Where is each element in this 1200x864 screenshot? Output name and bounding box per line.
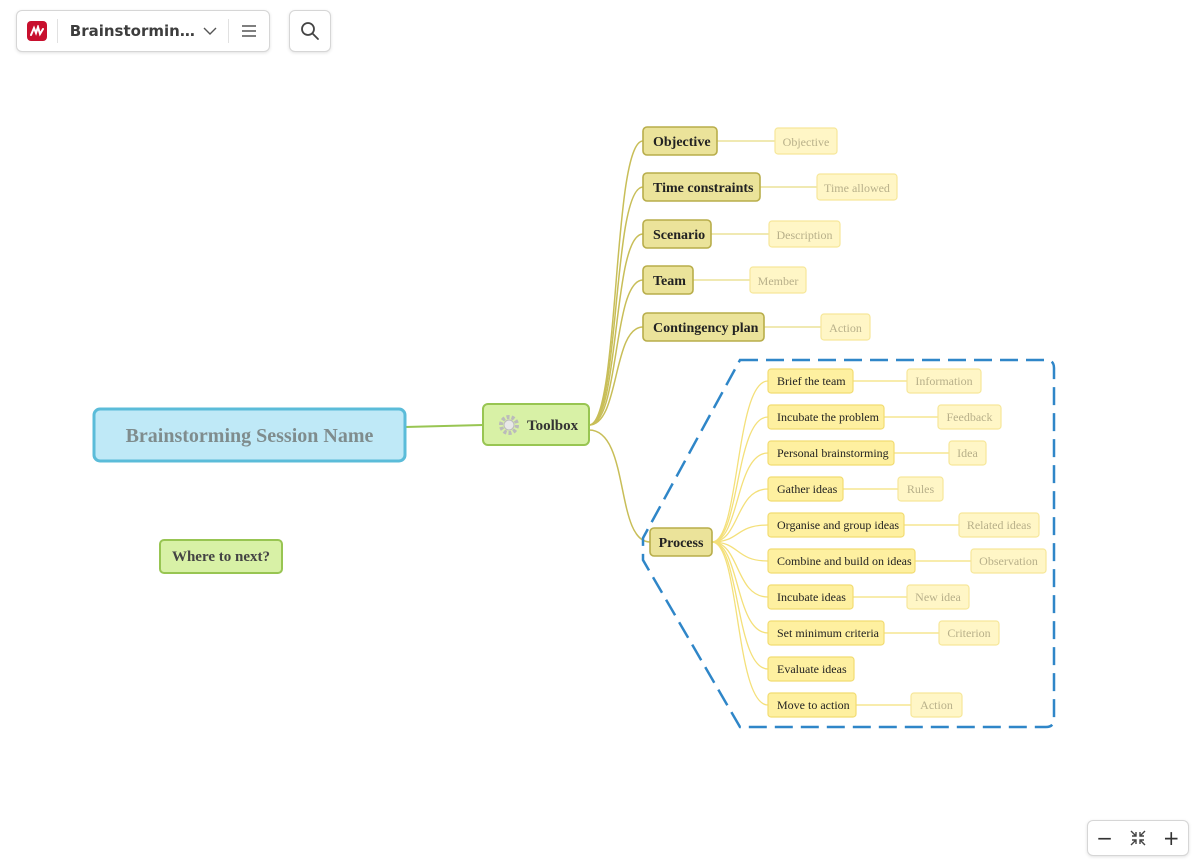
detail-topic[interactable]: Description <box>768 220 841 248</box>
process-step[interactable]: Organise and group ideas <box>767 512 905 538</box>
category-label: Contingency plan <box>653 321 759 336</box>
detail-topic[interactable]: Related ideas <box>958 512 1040 538</box>
step-label: Set minimum criteria <box>777 626 880 640</box>
detail-label: Action <box>829 321 862 335</box>
category-topic[interactable]: Objective <box>642 126 718 156</box>
process-step[interactable]: Set minimum criteria <box>767 620 885 646</box>
step-label: Gather ideas <box>777 482 838 496</box>
category-topic[interactable]: Time constraints <box>642 172 761 202</box>
process-topic[interactable]: Process <box>649 527 713 557</box>
process-step[interactable]: Incubate ideas <box>767 584 854 610</box>
detail-label: Observation <box>979 554 1038 568</box>
detail-topic[interactable]: Action <box>910 692 963 718</box>
step-label: Personal brainstorming <box>777 446 889 460</box>
step-label: Organise and group ideas <box>777 518 899 532</box>
detail-topic[interactable]: Observation <box>970 548 1047 574</box>
zoom-out-button[interactable]: − <box>1096 826 1114 850</box>
category-label: Time constraints <box>653 181 754 196</box>
document-toolbar: Brainstorming t... <box>16 10 270 52</box>
process-boundary <box>641 358 1056 729</box>
category-topic[interactable]: Team <box>642 265 694 295</box>
category-label: Scenario <box>653 228 705 243</box>
detail-topic[interactable]: Criterion <box>938 620 1000 646</box>
category-label: Team <box>653 274 686 289</box>
detail-topic[interactable]: Member <box>749 266 807 294</box>
process-step[interactable]: Gather ideas <box>767 476 844 502</box>
floating-topic[interactable]: Where to next? <box>159 539 283 574</box>
detail-topic[interactable]: Rules <box>897 476 944 502</box>
zoom-in-button[interactable]: + <box>1162 826 1180 850</box>
detail-topic[interactable]: Action <box>820 313 871 341</box>
connector-lines <box>404 140 971 706</box>
detail-label: Description <box>777 228 833 242</box>
category-label: Objective <box>653 135 711 150</box>
detail-label: Idea <box>957 446 978 460</box>
detail-label: New idea <box>915 590 961 604</box>
divider <box>228 19 230 43</box>
detail-topic[interactable]: Time allowed <box>816 173 898 201</box>
process-step[interactable]: Brief the team <box>767 368 854 394</box>
detail-topic[interactable]: Information <box>906 368 982 394</box>
central-topic[interactable]: Brainstorming Session Name <box>92 407 407 463</box>
app-logo-icon[interactable] <box>27 21 47 41</box>
process-step[interactable]: Incubate the problem <box>767 404 885 430</box>
detail-label: Objective <box>783 135 830 149</box>
detail-label: Time allowed <box>824 181 890 195</box>
process-step[interactable]: Evaluate ideas <box>767 656 855 682</box>
fit-to-screen-icon[interactable] <box>1123 823 1153 853</box>
detail-label: Rules <box>907 482 935 496</box>
step-label: Evaluate ideas <box>777 662 847 676</box>
detail-label: Feedback <box>947 410 993 424</box>
process-step[interactable]: Move to action <box>767 692 857 718</box>
search-icon <box>301 22 319 40</box>
detail-label: Action <box>920 698 953 712</box>
detail-topic[interactable]: Idea <box>948 440 987 466</box>
central-topic-label: Brainstorming Session Name <box>126 425 374 447</box>
hamburger-menu-icon[interactable] <box>229 11 269 51</box>
category-topic[interactable]: Scenario <box>642 219 712 249</box>
step-label: Combine and build on ideas <box>777 554 912 568</box>
chevron-down-icon[interactable] <box>202 23 218 39</box>
step-label: Move to action <box>777 698 850 712</box>
detail-label: Criterion <box>947 626 990 640</box>
process-step[interactable]: Personal brainstorming <box>767 440 895 466</box>
detail-label: Information <box>915 374 972 388</box>
process-label: Process <box>659 536 704 551</box>
zoom-controls: − + <box>1087 820 1189 856</box>
detail-label: Related ideas <box>967 518 1032 532</box>
detail-label: Member <box>758 274 799 288</box>
category-topic[interactable]: Contingency plan <box>642 312 765 342</box>
step-label: Incubate ideas <box>777 590 846 604</box>
search-button[interactable] <box>289 10 331 52</box>
step-label: Brief the team <box>777 374 846 388</box>
divider <box>56 19 58 43</box>
process-step[interactable]: Combine and build on ideas <box>767 548 916 574</box>
detail-topic[interactable]: New idea <box>906 584 970 610</box>
detail-topic[interactable]: Objective <box>774 127 838 155</box>
detail-topic[interactable]: Feedback <box>937 404 1002 430</box>
floating-topic-label: Where to next? <box>172 549 270 565</box>
gear-icon <box>499 415 519 435</box>
step-label: Incubate the problem <box>777 410 880 424</box>
toolbox-label: Toolbox <box>527 418 579 434</box>
toolbox-topic[interactable]: Toolbox <box>482 403 590 446</box>
